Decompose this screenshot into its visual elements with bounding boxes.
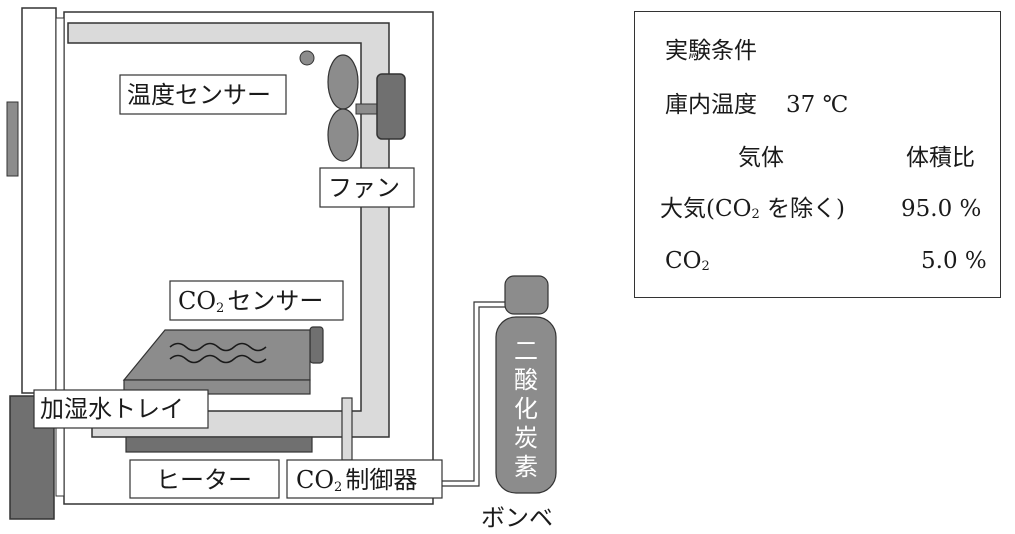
experiment-conditions-panel: 実験条件 庫内温度 37 ℃ 気体 体積比 大気(CO2 を除く) 95.0 %…	[634, 11, 1001, 298]
conditions-title: 実験条件	[665, 38, 757, 64]
heater-label: ヒーター	[156, 466, 252, 494]
humid-tray-label-box	[33, 389, 209, 429]
fan-label-box	[319, 167, 415, 208]
humid-tray-label: 加湿水トレイ	[40, 395, 184, 423]
door-handle	[6, 101, 19, 177]
row2-gas: CO2	[665, 248, 710, 274]
temp-sensor-label: 温度センサー	[127, 81, 271, 109]
co2-sensor-probe	[309, 326, 324, 364]
cylinder-char-5: 素	[514, 453, 538, 481]
water-wave-2	[169, 354, 267, 364]
row2-ratio: 5.0 %	[921, 248, 987, 274]
fan-blade-top	[327, 54, 359, 110]
column-gas-header: 気体	[738, 145, 784, 171]
heater-plate	[125, 436, 313, 453]
row1-ratio: 95.0 %	[901, 196, 982, 222]
fan-motor	[376, 73, 406, 140]
column-ratio-header: 体積比	[906, 145, 975, 171]
cylinder-label: ボンベ	[481, 504, 553, 532]
heater-label-box	[129, 459, 280, 499]
cylinder-char-3: 化	[514, 395, 538, 423]
co2-controller-pipe	[341, 397, 353, 461]
gas-tube	[442, 301, 515, 487]
co2-controller-label-box	[286, 459, 443, 499]
temperature-label: 庫内温度	[665, 92, 757, 118]
cylinder-text: 二 酸 化 炭 素	[514, 337, 538, 481]
water-wave-1	[169, 342, 267, 352]
row1-gas: 大気(CO2 を除く)	[660, 196, 846, 222]
temperature-value: 37 ℃	[786, 92, 849, 118]
cylinder-char-4: 炭	[514, 424, 538, 452]
door-hinge	[55, 17, 65, 497]
temp-sensor-label-box	[119, 74, 287, 115]
incubator-door	[21, 7, 57, 394]
cylinder-body	[495, 316, 557, 494]
co2-sensor-label-box	[169, 280, 344, 321]
cylinder-valve	[504, 275, 549, 315]
cylinder-char-1: 二	[514, 337, 538, 365]
fan-blade-bottom	[327, 108, 359, 162]
cylinder-char-2: 酸	[514, 366, 538, 394]
fan-label: ファン	[328, 174, 400, 202]
temperature-sensor-probe	[299, 50, 315, 66]
